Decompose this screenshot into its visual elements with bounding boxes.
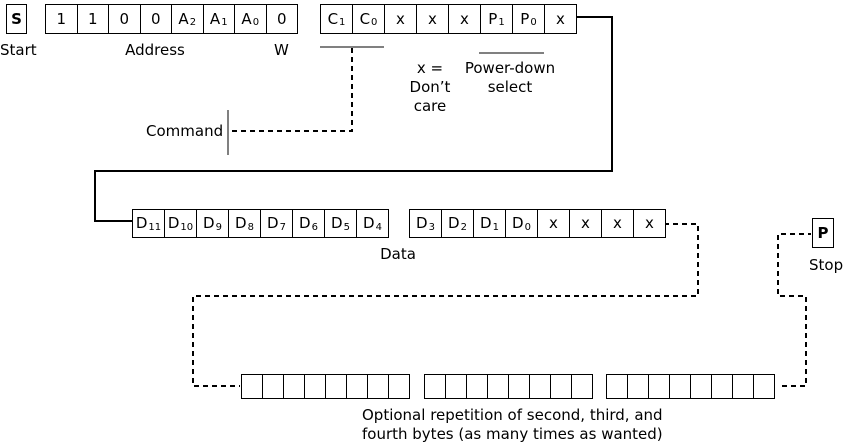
repeat-note-line-2: fourth bytes (as many times as wanted) — [362, 425, 663, 443]
repeat-cell-b-0 — [424, 374, 446, 399]
address-bit-3: 0 — [139, 4, 172, 34]
data-label: Data — [380, 245, 416, 263]
data-bit-lsb-7: x — [633, 209, 666, 238]
dashed-to-stop — [777, 233, 811, 387]
repeat-cell-a-6 — [367, 374, 389, 399]
repeat-cell-b-2 — [466, 374, 488, 399]
data-bit-lsb-5: x — [569, 209, 602, 238]
address-bit-7: 0 — [265, 4, 298, 34]
repeat-cell-a-5 — [346, 374, 368, 399]
start-label: Start — [0, 41, 37, 59]
stop-box: P — [812, 218, 834, 248]
address-label: Address — [125, 41, 185, 59]
repeat-cell-c-6 — [732, 374, 754, 399]
repeat-cell-a-0 — [241, 374, 263, 399]
dashed-command-pointer — [230, 48, 353, 132]
write-label: W — [274, 41, 289, 59]
repeat-cell-c-4 — [690, 374, 712, 399]
repeat-cell-a-1 — [262, 374, 284, 399]
repeat-cell-c-2 — [648, 374, 670, 399]
command-bit-2: x — [384, 4, 417, 34]
repeat-cell-a-3 — [304, 374, 326, 399]
repeat-note-line-1: Optional repetition of second, third, an… — [362, 406, 663, 424]
command-bit-3: x — [416, 4, 449, 34]
connector-command-to-data — [94, 16, 613, 222]
repeat-cell-a-2 — [283, 374, 305, 399]
command-bit-7: x — [544, 4, 577, 34]
dont-care-line-1: x = — [416, 59, 444, 77]
repeat-cell-b-3 — [487, 374, 509, 399]
dashed-repetition-path — [192, 223, 699, 387]
repeat-cell-b-6 — [550, 374, 572, 399]
start-box: S — [6, 4, 27, 34]
repeat-cell-b-5 — [529, 374, 551, 399]
repeat-cell-c-1 — [627, 374, 649, 399]
repeat-cell-c-5 — [711, 374, 733, 399]
address-bit-0: 1 — [45, 4, 78, 34]
repeat-cell-b-4 — [508, 374, 530, 399]
dont-care-line-2: Don’t — [409, 78, 451, 96]
command-label: Command — [146, 122, 224, 140]
repeat-cell-a-4 — [325, 374, 347, 399]
repeat-cell-c-7 — [753, 374, 775, 399]
address-bit-2: 0 — [108, 4, 141, 34]
power-down-line-2: select — [487, 78, 533, 96]
power-down-line-1: Power-down — [464, 59, 556, 77]
dont-care-line-3: care — [413, 97, 447, 115]
repeat-cell-a-7 — [388, 374, 410, 399]
repeat-cell-b-1 — [445, 374, 467, 399]
data-bit-lsb-4: x — [537, 209, 570, 238]
stop-label: Stop — [809, 256, 844, 274]
data-bit-lsb-6: x — [601, 209, 634, 238]
repeat-cell-b-7 — [571, 374, 593, 399]
repeat-cell-c-0 — [606, 374, 628, 399]
command-bit-4: x — [448, 4, 481, 34]
address-bit-1: 1 — [76, 4, 109, 34]
repeat-cell-c-3 — [669, 374, 691, 399]
